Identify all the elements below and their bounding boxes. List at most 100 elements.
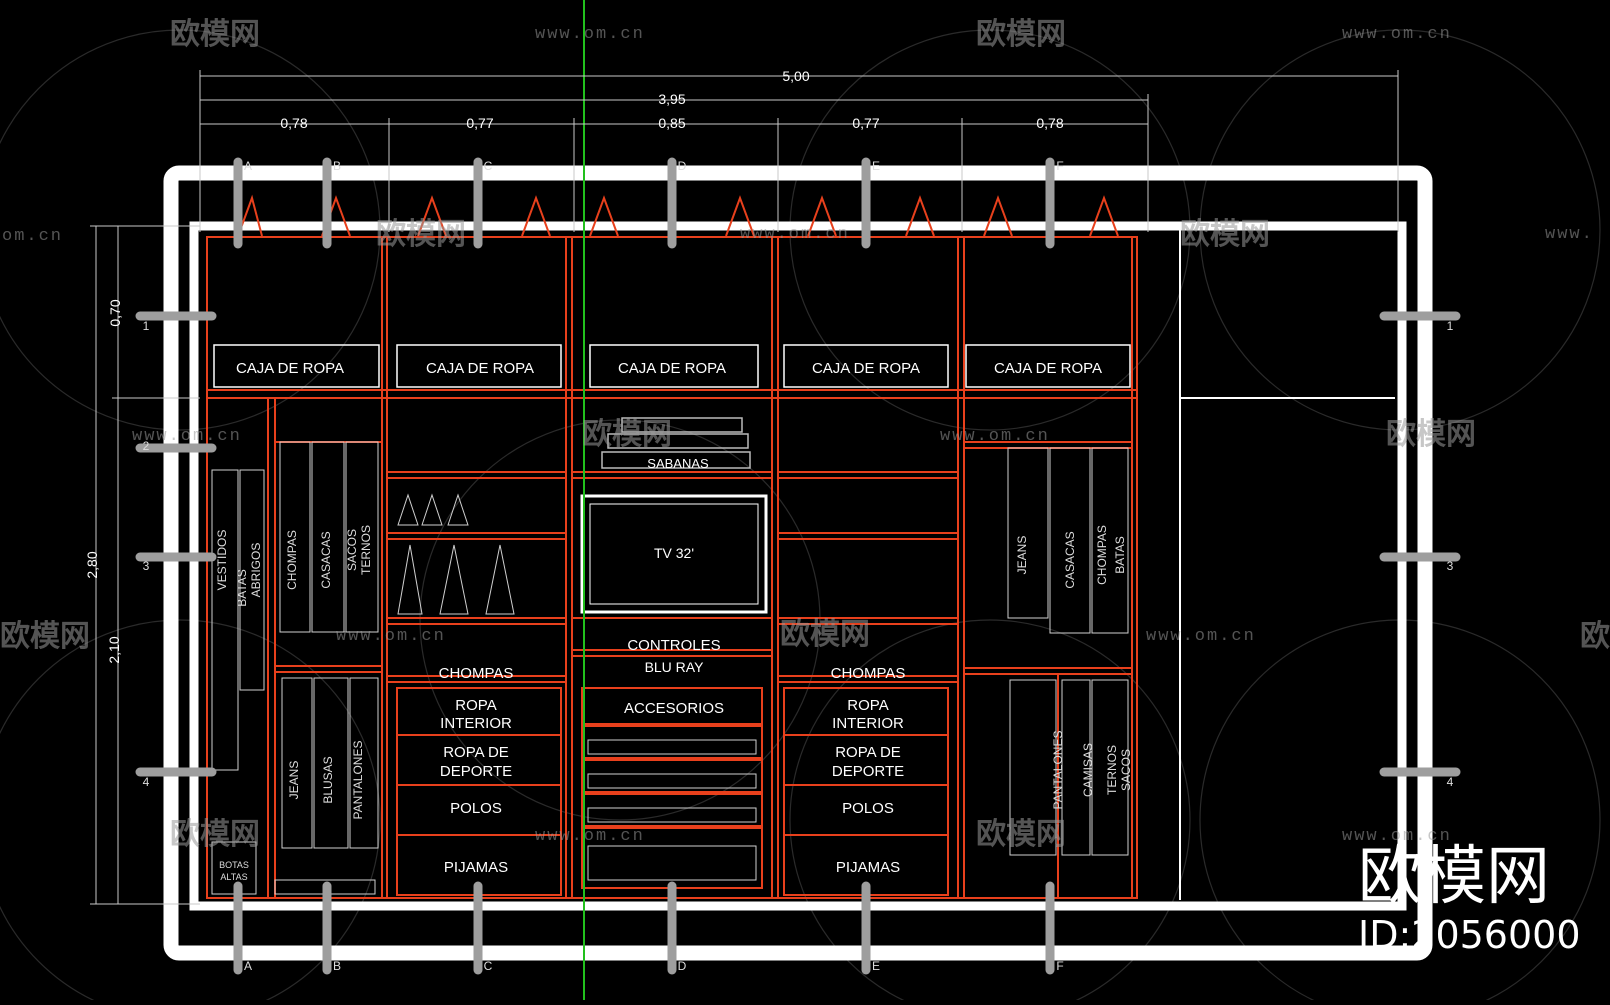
label-caja-3: CAJA DE ROPA [618,360,726,377]
wardrobe-labels: CAJA DE ROPA CAJA DE ROPA CAJA DE ROPA C… [215,360,1133,882]
label-vestidos: VESTIDOS [215,530,229,591]
watermark-url-7: www.om.cn [1146,627,1256,646]
watermark-url-fragment-right: www. [1545,225,1594,244]
axis-col-c: C [484,159,493,173]
dim-height-top: 0,70 [107,299,123,326]
label-blusas: BLUSAS [321,756,335,803]
axis-row-3: 3 [143,559,150,573]
dim-total: 5,00 [782,68,809,84]
outer-wall [163,165,1433,961]
label-polos-left: POLOS [450,800,502,817]
right-zone-lines [1179,230,1395,900]
label-sacos-right: SACOS [1119,749,1133,791]
watermark-brand-fragment-right: 欧 [1580,620,1610,653]
dim-module-3: 0,85 [658,115,685,131]
label-ternos-right: TERNOS [1105,745,1119,795]
label-ropa-interior-left-1: ROPA [455,697,496,714]
axis-row-1: 1 [143,319,150,333]
watermark-brand-5: 欧模网 [582,418,672,451]
label-abrigos: ABRIGOS [249,543,263,598]
axis-row-4-right: 4 [1447,775,1454,789]
dim-height-lower: 2,10 [106,636,122,663]
label-bluray: BLU RAY [645,659,705,675]
label-caja-1: CAJA DE ROPA [236,360,344,377]
shoe-rows [211,739,757,895]
axis-col-f: F [1056,159,1063,173]
label-casacas-right: CASACAS [1063,531,1077,588]
clothes-boxes [213,344,1131,388]
watermark-url-fragment-left: om.cn [2,227,63,246]
axis-col-e-bottom: E [872,959,880,973]
label-altas: ALTAS [220,872,247,882]
watermark-brand-8: 欧模网 [170,818,260,851]
watermark-url-4: www.om.cn [132,427,242,446]
label-ropa-interior-left-2: INTERIOR [440,715,512,732]
tv-unit [580,417,768,614]
watermark-brand-2: 欧模网 [976,18,1066,51]
label-batas-right: BATAS [1113,536,1127,574]
label-caja-2: CAJA DE ROPA [426,360,534,377]
label-sacos: SACOS [345,529,359,571]
label-chompas-right-vertical: CHOMPAS [1095,525,1109,585]
watermark-brand-fragment-left: 欧模网 [0,620,90,653]
watermark-url-2: www.om.cn [1342,25,1452,44]
label-accesorios: ACCESORIOS [624,700,724,717]
axis-col-d: D [678,159,687,173]
label-caja-5: CAJA DE ROPA [994,360,1102,377]
label-pantalones-right: PANTALONES [1051,731,1065,810]
label-pantalones: PANTALONES [351,741,365,820]
dim-height-total: 2,80 [84,551,100,578]
dim-module-1: 0,78 [280,115,307,131]
dim-module-5: 0,78 [1036,115,1063,131]
label-ropa-interior-right-2: INTERIOR [832,715,904,732]
label-chompas-left: CHOMPAS [439,665,514,682]
label-botas: BOTAS [219,860,249,870]
watermark-url-9: www.om.cn [1342,827,1452,846]
model-id: ID:2056000 [1358,913,1581,957]
axis-col-f-bottom: F [1056,959,1063,973]
watermark-brand-3: 欧模网 [376,218,466,251]
brand-stamp: 欧模网 ID:2056000 [1358,840,1581,957]
watermark-url-8: www.om.cn [535,827,645,846]
axis-row-4: 4 [143,775,150,789]
watermarks: 欧模网 www.om.cn 欧模网 www.om.cn om.cn 欧模网 ww… [0,18,1610,851]
watermark-brand-6: 欧模网 [1386,418,1476,451]
label-sabanas: SABANAS [647,456,709,471]
label-batas: BATAS [235,569,249,607]
label-jeans: JEANS [287,761,301,800]
label-pijamas-left: PIJAMAS [444,859,508,876]
watermark-brand-9: 欧模网 [976,818,1066,851]
label-chompas-right: CHOMPAS [831,665,906,682]
axis-markers [135,157,1461,975]
axis-col-a: A [244,159,252,173]
label-ternos: TERNOS [359,525,373,575]
axis-col-b: B [333,159,341,173]
axis-row-2: 2 [143,439,150,453]
axis-col-a-bottom: A [244,959,252,973]
watermark-url-6: www.om.cn [336,627,446,646]
label-tv: TV 32' [654,545,694,561]
label-ropa-interior-right-1: ROPA [847,697,888,714]
watermark-brand-4: 欧模网 [1180,218,1270,251]
dim-module-2: 0,77 [466,115,493,131]
big-brand-logo: 欧模网 [1358,840,1550,914]
label-pijamas-right: PIJAMAS [836,859,900,876]
label-chompas-vertical: CHOMPAS [285,530,299,590]
dim-module-4: 0,77 [852,115,879,131]
label-ropa-deporte-right-2: DEPORTE [832,763,904,780]
label-caja-4: CAJA DE ROPA [812,360,920,377]
room-walls [163,165,1433,961]
label-ropa-deporte-left-1: ROPA DE [443,744,509,761]
dimension-lines [90,70,1399,905]
watermark-url-1: www.om.cn [535,25,645,44]
dimension-labels: 5,00 3,95 0,78 0,77 0,85 0,77 0,78 0,70 … [84,68,1064,664]
watermark-brand-1: 欧模网 [170,18,260,51]
hanging-clothes [211,441,1129,895]
watermark-url-3: www.om.cn [740,225,850,244]
label-polos-right: POLOS [842,800,894,817]
label-camisas: CAMISAS [1081,743,1095,797]
axis-labels: A B C D E F A B C D E F 1 2 3 4 1 3 4 [143,159,1454,973]
label-controles: CONTROLES [627,637,720,654]
